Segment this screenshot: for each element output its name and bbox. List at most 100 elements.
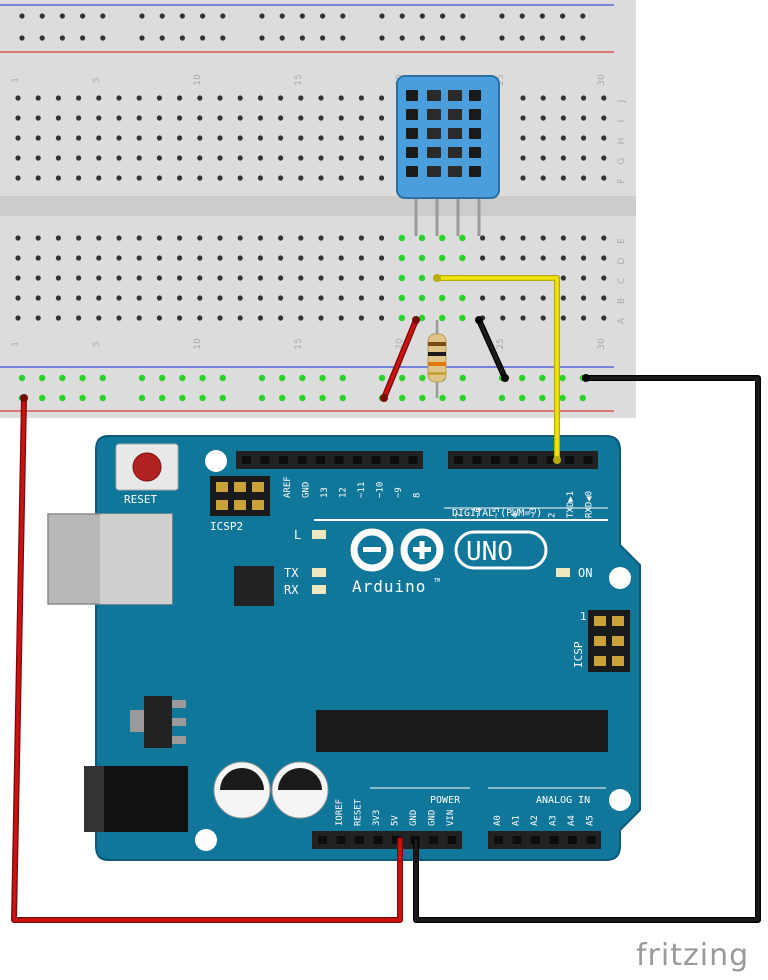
pin-labels-top-left: AREF GND 13 12 ~11 ~10 ~9 8 — [283, 476, 423, 498]
pin-label: 12 — [339, 487, 349, 498]
row-letter: A — [617, 317, 627, 324]
column-number-top: 30 — [597, 74, 607, 86]
column-number-bottom: 20 — [395, 338, 405, 350]
header-power — [312, 831, 462, 849]
pin-label: 5V — [391, 815, 401, 826]
column-number-top: 1 — [11, 77, 21, 83]
pin-label: 3V3 — [372, 810, 382, 826]
logo-text: Arduino — [352, 577, 426, 596]
row-letter: H — [617, 138, 627, 145]
header-top-right — [448, 451, 598, 469]
mounting-hole — [205, 450, 227, 472]
pin-labels-power: IOREF RESET 3V3 5V GND GND VIN — [335, 798, 456, 826]
row-letter: B — [617, 298, 627, 304]
usb-chip — [234, 566, 274, 606]
pin-label: AREF — [283, 476, 293, 498]
sensor-grille — [406, 90, 481, 177]
pin-label: 7 — [455, 513, 465, 518]
pin-label: ~5 — [492, 507, 502, 518]
dht-sensor — [396, 75, 500, 199]
arduino-logo — [350, 528, 444, 572]
pin-label: A2 — [530, 815, 540, 826]
fritzing-brand: fritzing — [636, 938, 750, 973]
icsp2-header — [210, 476, 270, 516]
pin-label: 13 — [320, 487, 330, 498]
row-letter: I — [617, 120, 627, 123]
uno-label: UNO — [466, 537, 513, 567]
column-number-bottom: 10 — [193, 338, 203, 350]
breadboard-holes — [15, 13, 607, 402]
wire-endpoints — [20, 274, 590, 464]
tm-mark: TM — [434, 578, 440, 584]
pin-label: TXD▶1 — [566, 491, 576, 518]
row-letter: C — [617, 278, 627, 284]
row-letter: G — [617, 157, 627, 164]
led-tx — [312, 568, 326, 577]
pin-label: A0 — [493, 815, 503, 826]
pin-label: RESET — [354, 798, 364, 826]
breadboard-center-channel — [0, 196, 636, 216]
pin-label: A4 — [567, 815, 577, 826]
pin-label: GND — [302, 482, 312, 498]
icsp-header — [588, 610, 630, 672]
row-letter: J — [617, 100, 627, 104]
pin-label: A3 — [549, 815, 559, 826]
pin-label: VIN — [446, 810, 456, 826]
icsp2-label: ICSP2 — [210, 520, 243, 533]
header-top-left — [236, 451, 423, 469]
header-analog — [488, 831, 601, 849]
led-l — [312, 530, 326, 539]
voltage-regulator — [144, 696, 172, 748]
pin-label: 2 — [548, 513, 558, 518]
analog-label: ANALOG IN — [536, 795, 590, 806]
pin-label: ~11 — [357, 482, 367, 498]
led-l-label: L — [294, 528, 301, 542]
row-letter: F — [617, 178, 627, 183]
icsp-label: ICSP — [572, 641, 585, 668]
wires — [11, 275, 761, 923]
mounting-hole — [195, 829, 217, 851]
row-letter: E — [617, 238, 627, 244]
row-letter: D — [617, 257, 627, 264]
column-number-bottom: 1 — [11, 341, 21, 347]
pin-label: RXD◀0 — [585, 491, 595, 518]
led-rx-label: RX — [284, 583, 299, 597]
digital-label: DIGITAL (PWM=~) — [452, 508, 542, 519]
icsp-pin1-label: 1 — [580, 610, 587, 623]
uno-badge — [454, 530, 548, 570]
pin-labels-digital: 7 ~6 ~5 4 ~3 2 TXD▶1 RXD◀0 — [455, 491, 595, 518]
led-tx-label: TX — [284, 566, 299, 580]
breadboard-labels: 115510101515202025253030JIHGFEDCBA — [11, 74, 627, 350]
column-number-bottom: 25 — [496, 338, 506, 349]
pin-label: GND — [428, 810, 438, 826]
column-number-top: 15 — [294, 74, 304, 85]
capacitor — [271, 761, 329, 819]
capacitor — [213, 761, 271, 819]
pin-label: IOREF — [335, 799, 345, 826]
pin-label: ~9 — [394, 487, 404, 498]
pin-label: 4 — [511, 513, 521, 518]
led-rx — [312, 585, 326, 594]
pin-label: ~3 — [529, 507, 539, 518]
sensor-legs — [414, 196, 481, 236]
column-number-top: 5 — [92, 77, 102, 83]
led-on-label: ON — [578, 566, 592, 580]
resistor — [427, 320, 447, 398]
column-number-top: 10 — [193, 74, 203, 86]
pin-label: 8 — [413, 493, 423, 498]
main-chip — [316, 710, 608, 752]
column-number-bottom: 5 — [92, 341, 102, 347]
column-number-bottom: 15 — [294, 338, 304, 349]
reset-label: RESET — [124, 493, 157, 506]
arduino-board: AREF GND 13 12 ~11 ~10 ~9 8 7 ~6 ~5 4 ~3 2 TXD▶1 RXD◀0… — [47, 435, 641, 861]
mounting-hole — [609, 789, 631, 811]
mounting-hole — [609, 567, 631, 589]
pin-label: GND — [409, 810, 419, 826]
pin-label: A1 — [512, 815, 522, 826]
column-number-bottom: 30 — [597, 338, 607, 350]
pin-label: ~6 — [474, 507, 484, 518]
power-label: POWER — [430, 795, 461, 806]
pin-label: ~10 — [376, 482, 386, 498]
